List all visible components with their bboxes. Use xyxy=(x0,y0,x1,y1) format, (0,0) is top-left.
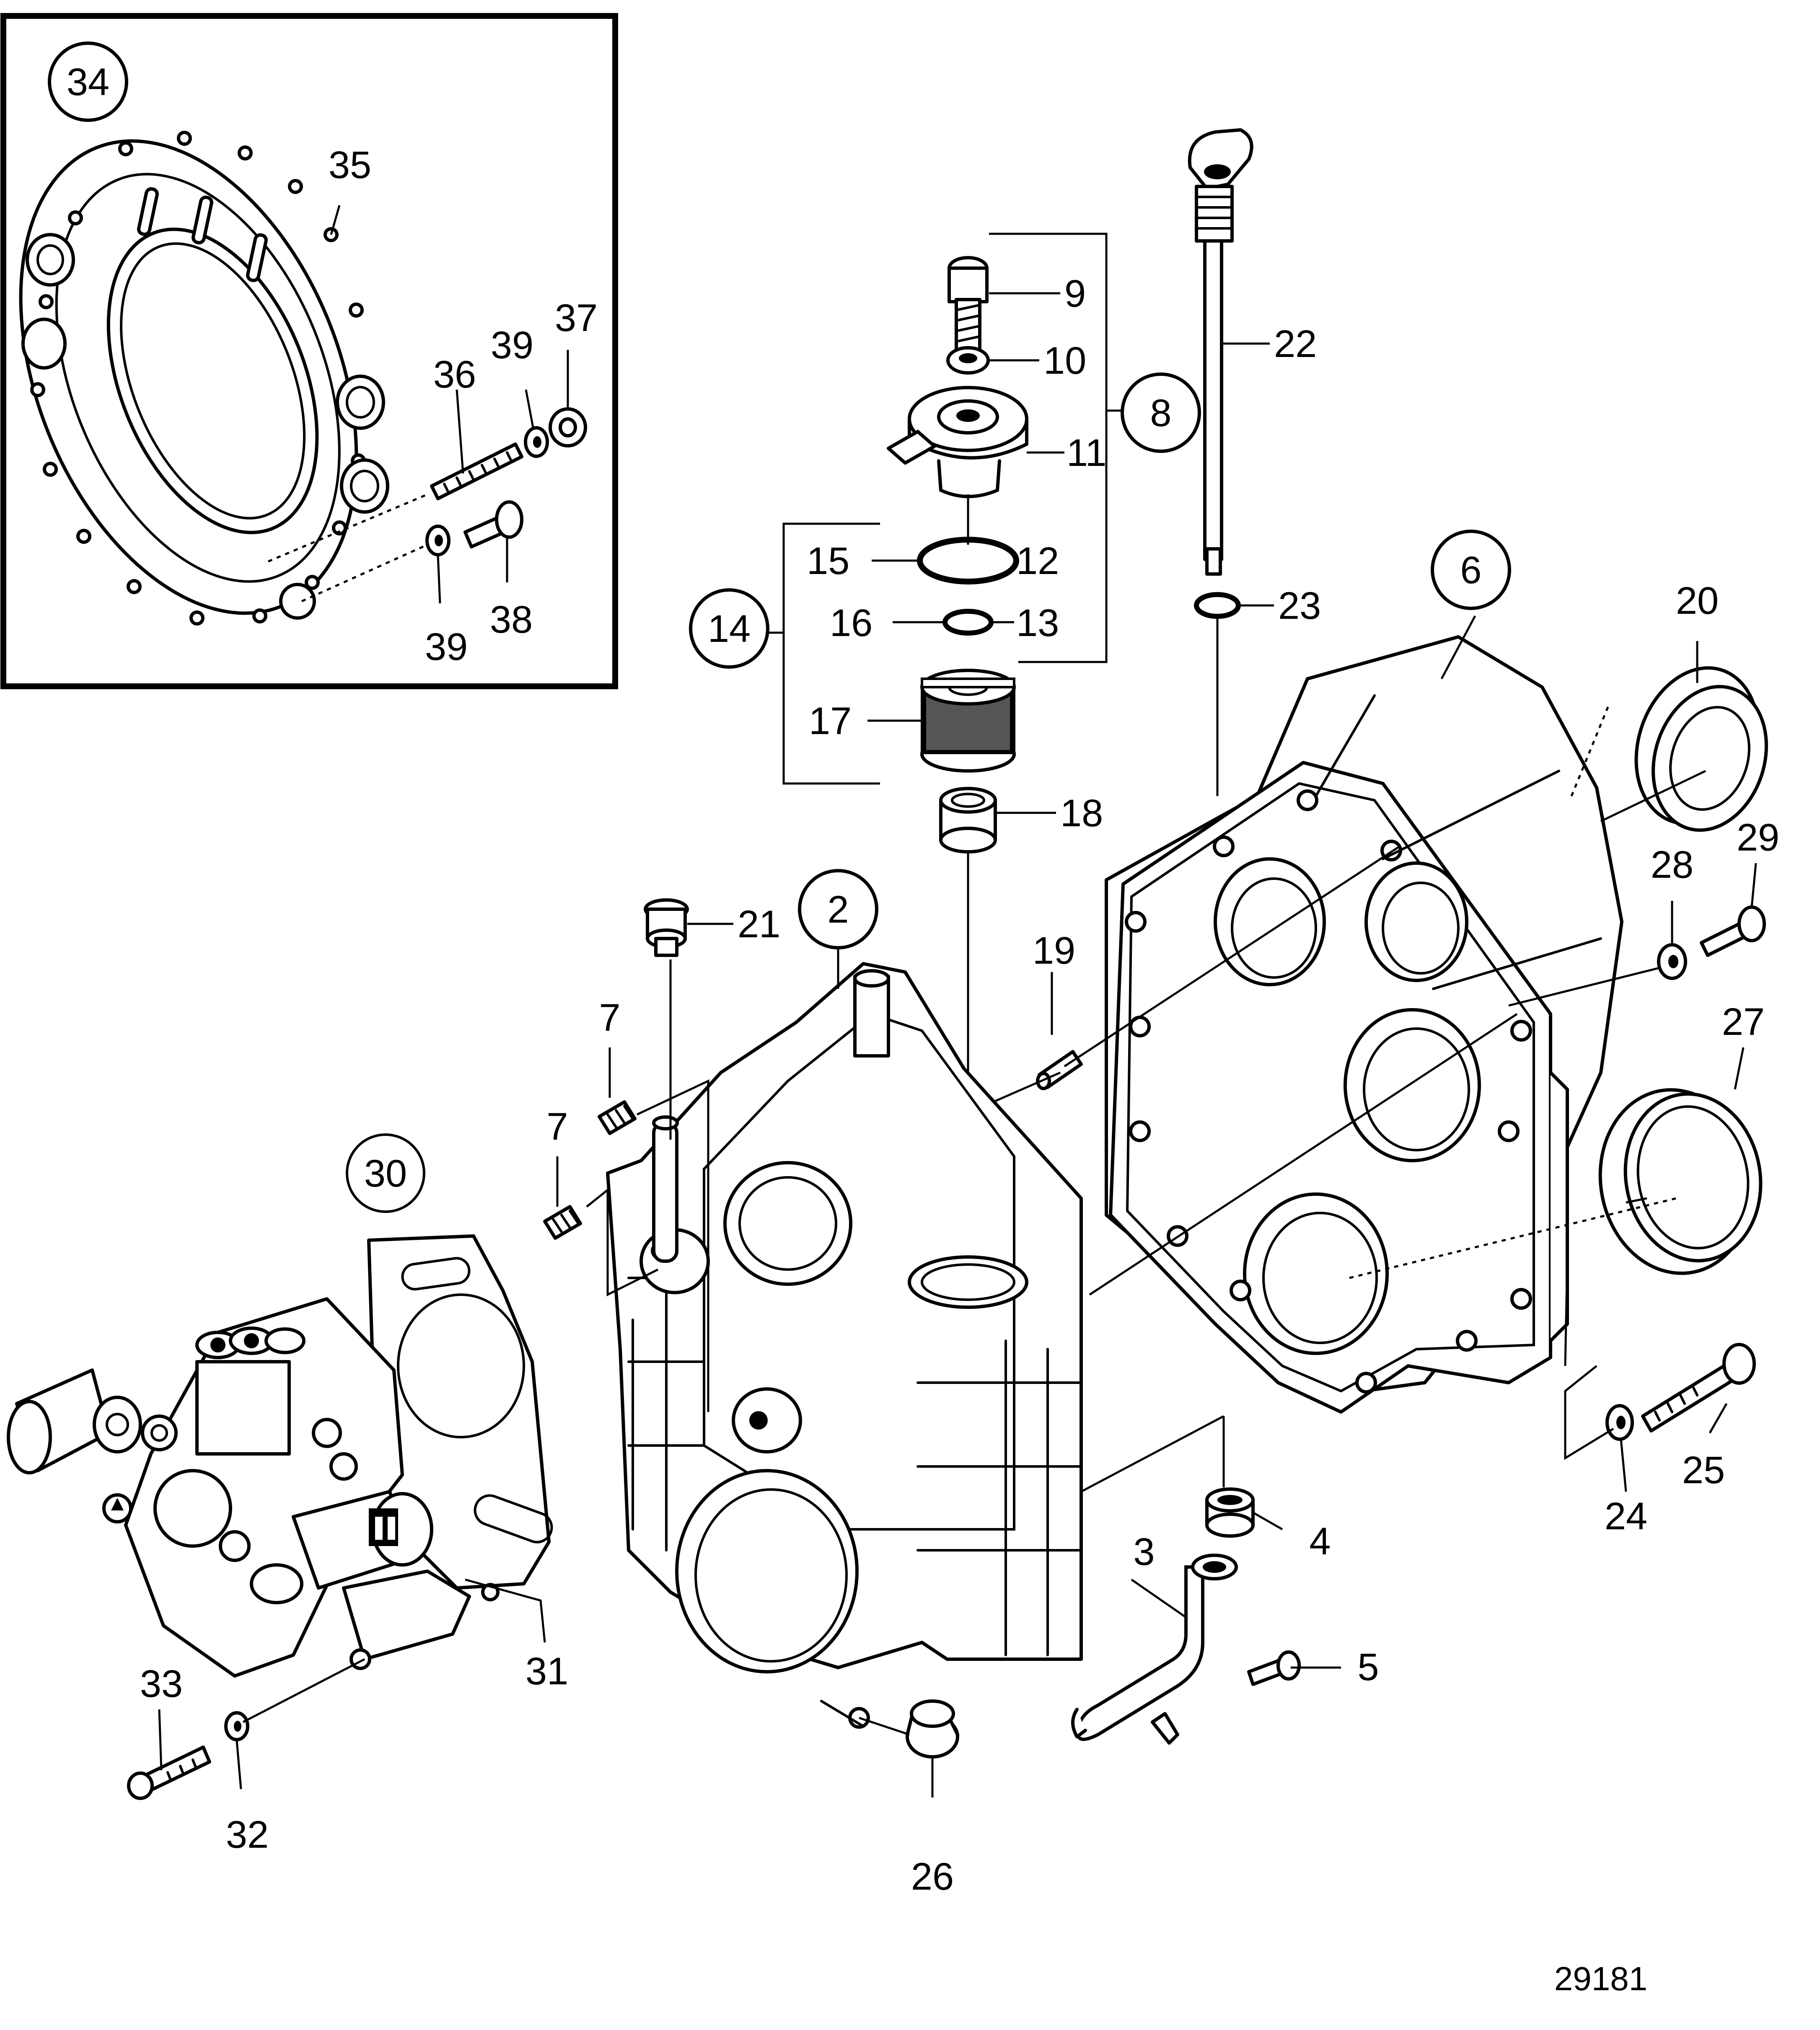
label-23: 23 xyxy=(1278,584,1321,627)
screw-5 xyxy=(1247,1650,1301,1686)
label-28: 28 xyxy=(1651,843,1693,886)
label-11: 11 xyxy=(1067,432,1107,474)
screw-29 xyxy=(1700,905,1766,957)
cover-plate-35 xyxy=(19,139,358,615)
label-39-lower: 39 xyxy=(425,626,468,668)
sleeve-18 xyxy=(939,787,997,853)
label-24: 24 xyxy=(1605,1495,1647,1538)
plug-7-lower xyxy=(543,1205,582,1240)
callout-labels: 34 35 36 39 37 38 39 9 10 8 11 15 12 14 … xyxy=(67,61,1779,1997)
pipe-3 xyxy=(1071,1554,1238,1745)
label-3: 3 xyxy=(1133,1531,1155,1573)
sleeve-4 xyxy=(1205,1487,1255,1538)
callout-bubbles xyxy=(48,41,1511,1213)
label-9: 9 xyxy=(1064,272,1086,315)
label-34: 34 xyxy=(67,61,109,103)
label-16: 16 xyxy=(830,602,872,644)
label-38: 38 xyxy=(490,598,533,641)
solenoid-left xyxy=(7,1368,142,1474)
label-39-upper: 39 xyxy=(491,324,533,367)
washer-24 xyxy=(1605,1404,1634,1441)
housing-2 xyxy=(606,962,1083,1729)
label-14: 14 xyxy=(708,608,751,650)
label-27: 27 xyxy=(1722,1001,1765,1043)
bolt-holes xyxy=(30,131,372,626)
flange-holes xyxy=(1125,789,1532,1394)
solenoid-right xyxy=(250,1490,433,1604)
bolt-25 xyxy=(1641,1343,1756,1433)
o-ring-23 xyxy=(1194,592,1241,619)
label-22: 22 xyxy=(1274,323,1317,365)
label-13: 13 xyxy=(1016,602,1059,644)
label-10: 10 xyxy=(1043,339,1086,382)
label-36: 36 xyxy=(433,353,476,396)
label-37: 37 xyxy=(555,297,598,339)
label-5: 5 xyxy=(1357,1646,1379,1689)
plug-26 xyxy=(906,1699,959,1758)
label-25: 25 xyxy=(1682,1449,1725,1492)
label-7-upper: 7 xyxy=(599,996,620,1039)
leader-lines xyxy=(158,205,1757,1797)
plug-21 xyxy=(644,898,689,957)
filter-cover-11 xyxy=(887,386,1028,498)
stud-36 xyxy=(430,442,523,500)
inset-detail-34 xyxy=(0,13,618,689)
label-18: 18 xyxy=(1060,792,1103,835)
label-32: 32 xyxy=(226,1813,269,1856)
screw-33 xyxy=(127,1746,211,1800)
label-2: 2 xyxy=(827,888,849,931)
label-19: 19 xyxy=(1033,929,1075,972)
label-12: 12 xyxy=(1016,540,1059,582)
bolt-9 xyxy=(948,256,989,352)
label-31: 31 xyxy=(526,1650,568,1693)
label-35: 35 xyxy=(329,144,371,186)
label-26: 26 xyxy=(911,1855,954,1898)
label-30: 30 xyxy=(364,1152,407,1195)
label-33: 33 xyxy=(140,1663,183,1705)
filter-element-17 xyxy=(920,669,1016,773)
washer-32 xyxy=(224,1711,249,1741)
label-21: 21 xyxy=(738,903,780,946)
label-20: 20 xyxy=(1676,579,1719,622)
nut-37 xyxy=(549,407,587,447)
label-8: 8 xyxy=(1150,392,1171,434)
screw-38 xyxy=(463,500,523,548)
valve-block-30 xyxy=(7,1297,471,1678)
o-ring-13-16 xyxy=(942,609,994,636)
dipstick-22 xyxy=(1188,128,1253,796)
o-ring-12-15 xyxy=(917,537,1019,584)
label-7-lower: 7 xyxy=(546,1105,568,1148)
label-4: 4 xyxy=(1309,1520,1331,1563)
label-6: 6 xyxy=(1460,549,1481,592)
ring-27 xyxy=(1598,1088,1763,1275)
filter-assembly xyxy=(887,256,1028,1278)
pin-19 xyxy=(1036,1050,1083,1090)
washer-10 xyxy=(946,346,990,375)
housing-6 xyxy=(1105,635,1623,1414)
seal-20 xyxy=(1634,666,1768,832)
label-17: 17 xyxy=(809,700,852,742)
label-15: 15 xyxy=(807,540,849,582)
label-29: 29 xyxy=(1737,816,1779,859)
drawing-number: 29181 xyxy=(1554,1960,1647,1997)
washer-28 xyxy=(1657,943,1687,980)
plug-7-upper xyxy=(598,1100,637,1135)
